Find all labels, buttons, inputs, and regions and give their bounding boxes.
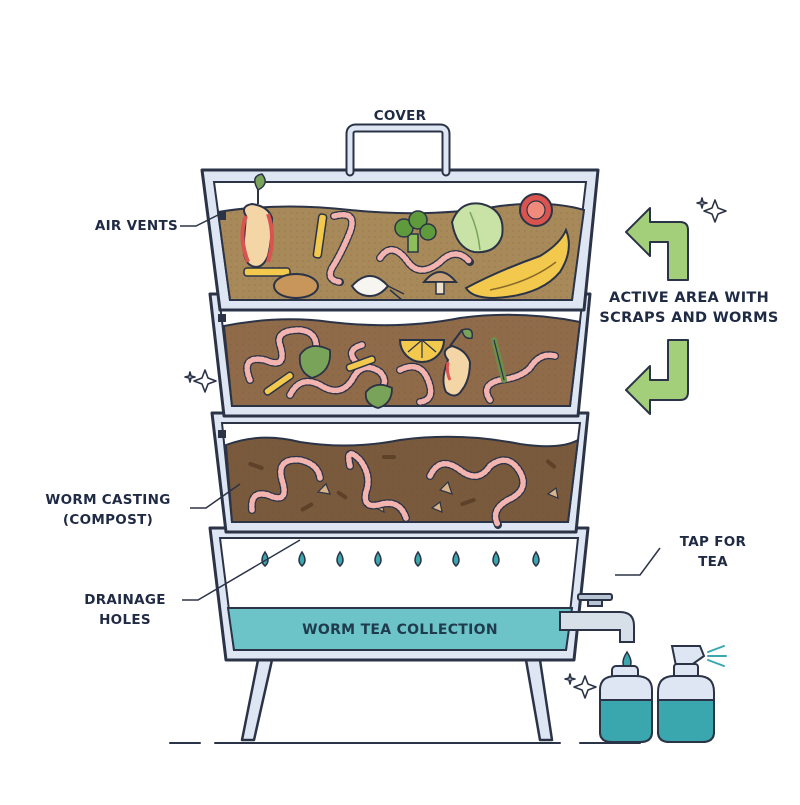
water-drop-icon xyxy=(532,550,540,567)
mushroom-icon xyxy=(421,271,459,295)
water-drop-icon xyxy=(492,550,500,567)
cover-handle xyxy=(345,123,451,177)
apple-core-icon xyxy=(240,173,274,268)
water-drop-icon xyxy=(336,550,344,567)
potato-icon xyxy=(273,273,319,299)
tap-for-tea-label-line1: TAP FOR xyxy=(679,534,747,550)
water-drop-icon xyxy=(374,550,382,567)
worm-casting-label-line2: (COMPOST) xyxy=(62,512,154,528)
onion-icon xyxy=(350,275,405,301)
water-drop-icon xyxy=(298,550,306,567)
tomato-icon xyxy=(519,193,553,227)
arrow-icon xyxy=(625,207,689,281)
sparkle-icon xyxy=(184,197,727,699)
lettuce-icon xyxy=(450,202,504,254)
asparagus-icon xyxy=(491,337,507,383)
top-tier xyxy=(200,168,600,312)
active-area-label-line1: ACTIVE AREA WITH xyxy=(608,290,770,306)
drainage-holes-label-line2: HOLES xyxy=(99,612,151,628)
banana-peel-icon xyxy=(464,227,570,300)
spray-bottle-icon xyxy=(599,665,653,743)
drainage-drops xyxy=(261,550,540,567)
worm-tea-liquid xyxy=(226,607,574,651)
cover-label: COVER xyxy=(373,108,427,124)
stand-legs xyxy=(240,658,554,742)
broccoli-icon xyxy=(394,210,437,253)
fries-icon xyxy=(243,213,328,277)
active-area-label-line2: SCRAPS AND WORMS xyxy=(599,310,779,326)
worm-casting-label-line1: WORM CASTING xyxy=(45,492,171,508)
tap-icon xyxy=(559,593,635,671)
water-drop-icon xyxy=(452,550,460,567)
leader-lines xyxy=(180,213,661,601)
air-vents xyxy=(218,212,226,438)
lemon-icon xyxy=(398,339,446,363)
fries-icon xyxy=(263,371,295,396)
compost-tier xyxy=(210,411,590,534)
leaf-icon xyxy=(364,383,393,409)
fries-icon xyxy=(345,355,377,372)
middle-tier xyxy=(208,292,592,418)
spray-bottle-icon xyxy=(657,645,727,743)
water-drop-icon xyxy=(261,550,269,567)
water-drop-icon xyxy=(414,550,422,567)
arrow-icon xyxy=(625,339,689,415)
drainage-holes-label-line1: DRAINAGE xyxy=(84,592,166,608)
leaf-icon xyxy=(298,345,332,379)
air-vents-label: AIR VENTS xyxy=(94,218,178,234)
worm-tea-collection-label: WORM TEA COLLECTION xyxy=(302,622,498,638)
collection-tier xyxy=(208,526,590,662)
apple-core-icon xyxy=(442,328,474,397)
tap-for-tea-label-line2: TEA xyxy=(698,554,728,570)
